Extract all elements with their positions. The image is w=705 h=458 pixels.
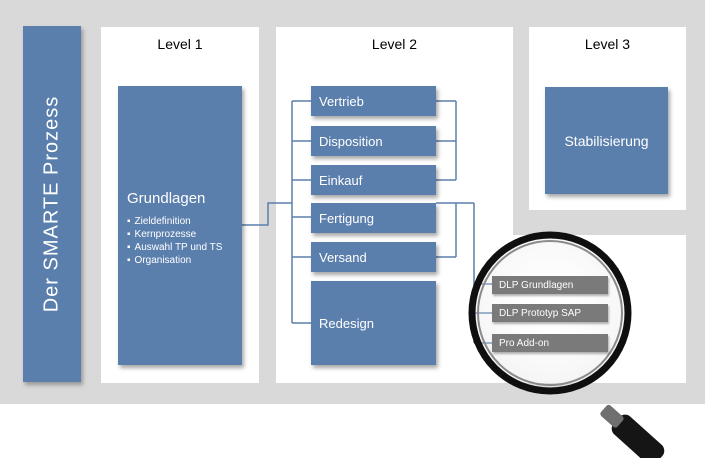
grundlagen-item: Kernprozesse <box>127 228 222 241</box>
level2-box-fertigung: Fertigung <box>311 203 436 233</box>
level3-title: Level 3 <box>584 36 631 52</box>
grundlagen-item: Auswahl TP und TS <box>127 241 223 254</box>
level1-title: Level 1 <box>157 36 203 52</box>
stabilisierung-box: Stabilisierung <box>545 87 668 194</box>
zoom-item-pro-addon: Pro Add-on <box>492 334 608 352</box>
zoom-item-dlp-grundlagen: DLP Grundlagen <box>492 276 608 294</box>
level2-box-disposition: Disposition <box>311 126 436 156</box>
level2-box-versand: Versand <box>311 242 436 272</box>
process-sidebar <box>23 26 81 382</box>
grundlagen-title: Grundlagen <box>127 190 206 207</box>
grundlagen-list: Zieldefinition Kernprozesse Auswahl TP u… <box>127 215 223 267</box>
level2-box-einkauf: Einkauf <box>311 165 436 195</box>
grundlagen-item: Zieldefinition <box>127 215 222 228</box>
level2-box-redesign: Redesign <box>311 281 436 365</box>
zoom-item-dlp-prototyp: DLP Prototyp SAP <box>492 304 608 322</box>
grundlagen-item: Organisation <box>127 254 222 267</box>
level2-title: Level 2 <box>371 36 418 52</box>
level2-box-vertrieb: Vertrieb <box>311 86 436 116</box>
grundlagen-box: Grundlagen Zieldefinition Kernprozesse A… <box>118 86 242 365</box>
